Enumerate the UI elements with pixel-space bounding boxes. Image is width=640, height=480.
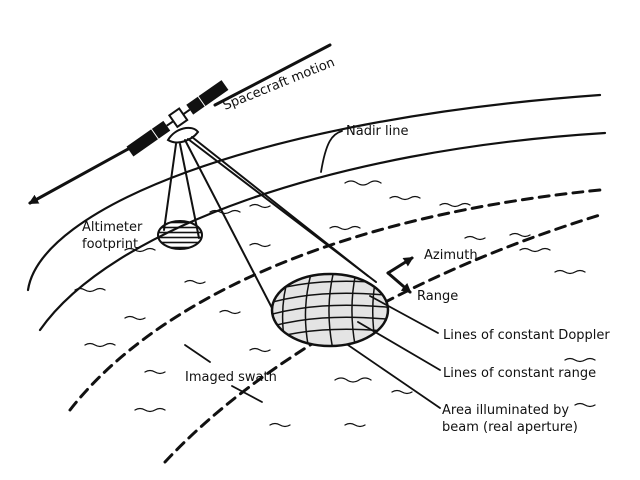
- spacecraft-track-line: [213, 43, 332, 107]
- spacecraft-motion-arrow: [28, 146, 132, 205]
- swath-far-edge: [163, 213, 602, 464]
- imaged-swath-label: Imaged swath: [185, 370, 277, 385]
- doppler-label: Lines of constant Doppler: [443, 328, 610, 343]
- altimeter-beam-right: [179, 143, 200, 239]
- sea-waves: [74, 180, 596, 428]
- satellite-icon: [126, 80, 229, 157]
- altimeter-beam-left: [163, 143, 177, 231]
- swath-leader-left: [184, 344, 211, 363]
- illum-leader: [347, 344, 441, 409]
- constant-range-label: Lines of constant range: [443, 366, 596, 381]
- doppler-leader: [369, 295, 439, 334]
- nadir-leader: [320, 130, 343, 173]
- sar-beam-right-b: [191, 136, 369, 277]
- range-label: Range: [417, 289, 458, 304]
- altimeter-footprint-ellipse: [157, 220, 203, 250]
- range-arrow: [386, 271, 412, 294]
- footprint-label: footprint: [82, 237, 138, 252]
- nadir-line-label: Nadir line: [346, 124, 409, 139]
- azimuth-label: Azimuth: [424, 248, 478, 263]
- swath-near-edge: [68, 188, 602, 412]
- illuminated-area-ellipse: [270, 272, 390, 348]
- illuminated-area-label-1: Area illuminated by: [442, 403, 569, 418]
- altimeter-label: Altimeter: [82, 220, 143, 235]
- range-lines-leader: [357, 321, 441, 371]
- earth-horizon-curve: [26, 93, 602, 292]
- spacecraft-motion-label: Spacecraft motion: [221, 55, 337, 114]
- sar-beam-left: [184, 139, 273, 309]
- azimuth-arrow: [386, 256, 414, 275]
- swath-leader-right: [231, 385, 263, 403]
- illuminated-area-label-2: beam (real aperture): [442, 420, 578, 435]
